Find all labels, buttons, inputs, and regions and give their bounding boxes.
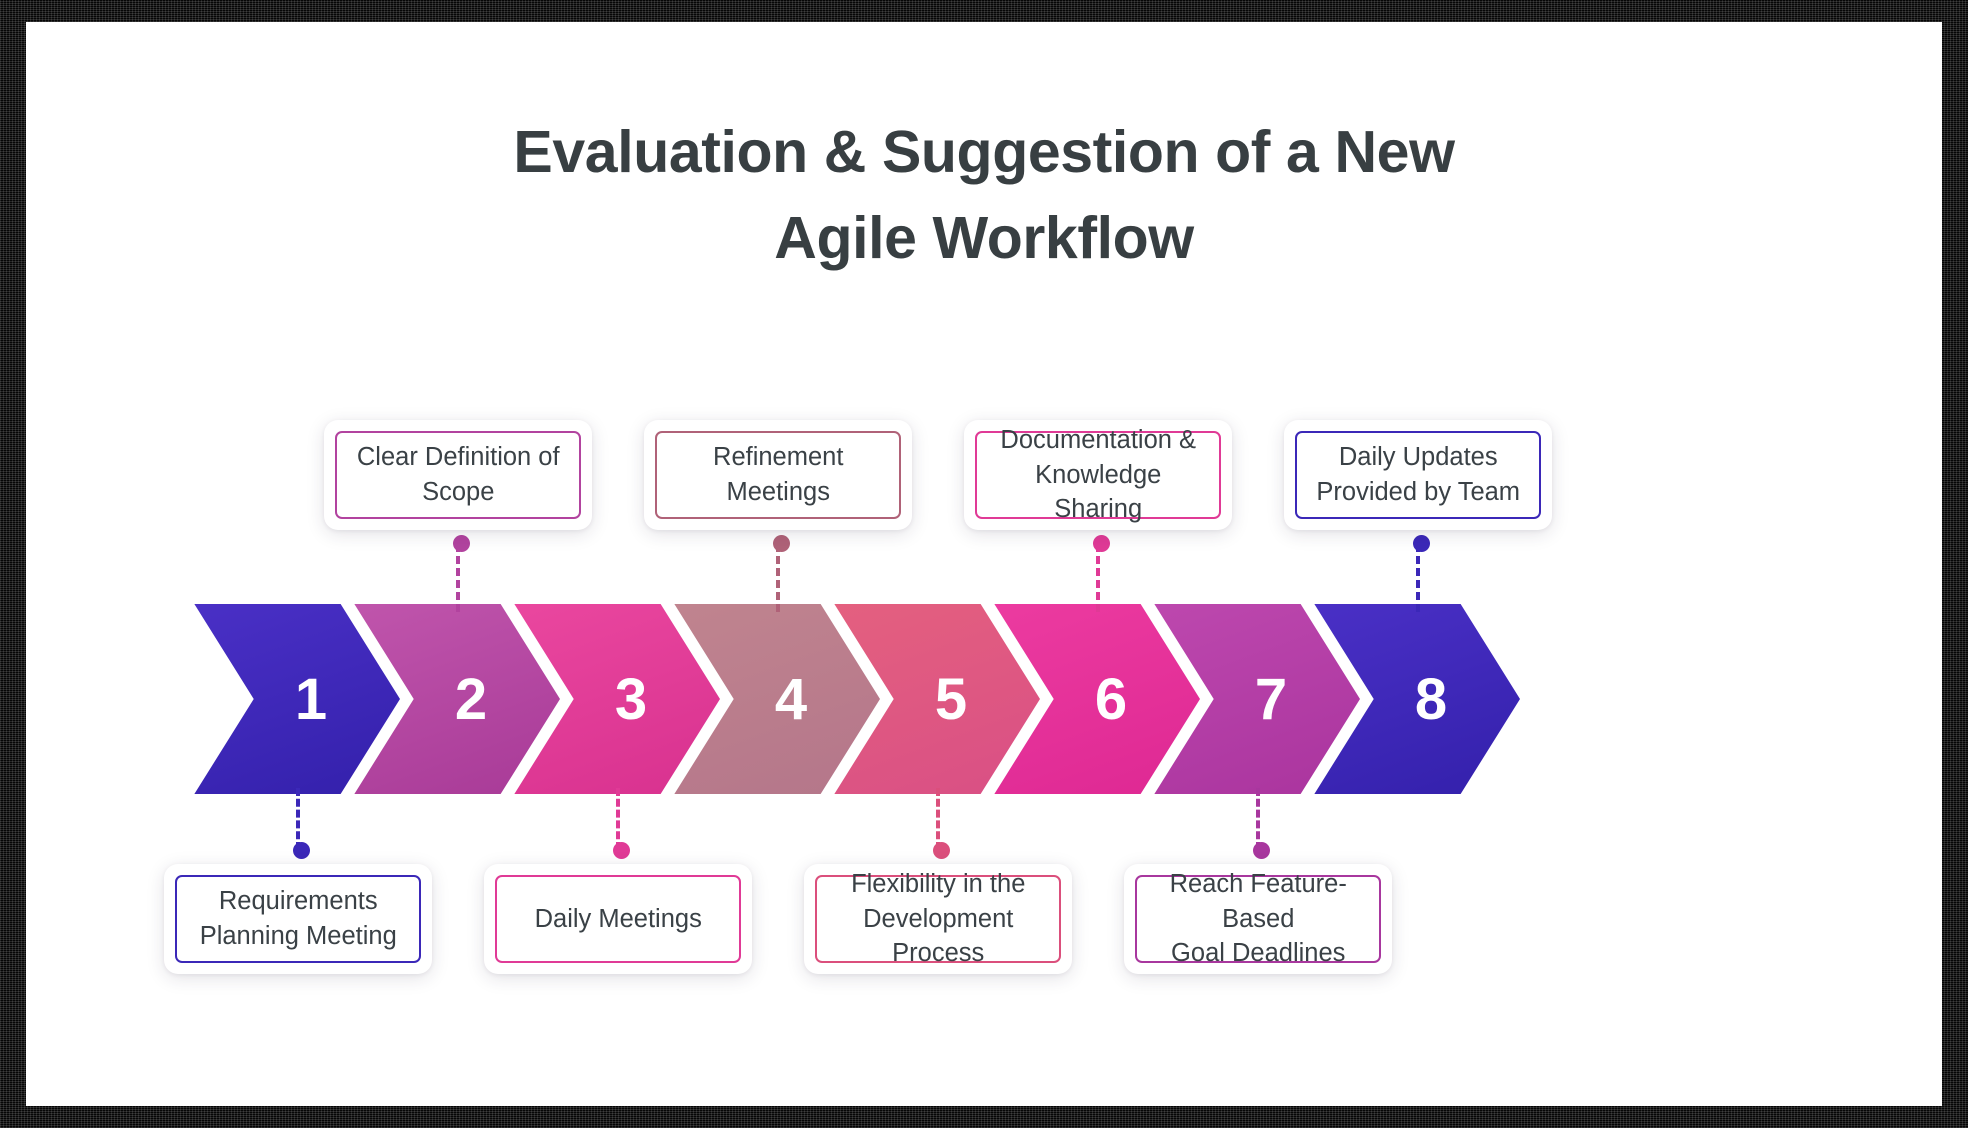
workflow-step-number-3: 3 <box>614 666 648 732</box>
workflow-label-text-3: Daily Meetings <box>534 904 702 933</box>
page-title-line-1: Evaluation & Suggestion of a New <box>513 119 1455 185</box>
workflow-step-number-6: 6 <box>1094 666 1128 732</box>
connector-line-step-6 <box>1093 535 1111 612</box>
workflow-label-text-6: Documentation &Knowledge Sharing <box>1000 426 1197 524</box>
connector-dot-step-1 <box>293 842 311 859</box>
workflow-label-border-3: Daily Meetings <box>495 875 742 963</box>
workflow-step-number-7: 7 <box>1254 666 1288 732</box>
connector-line-step-4 <box>773 535 791 612</box>
page-title: Evaluation & Suggestion of a New Agile W… <box>26 110 1942 281</box>
connector-line-step-8 <box>1413 535 1431 612</box>
workflow-step-number-8: 8 <box>1414 666 1448 732</box>
slide-canvas: Evaluation & Suggestion of a New Agile W… <box>26 22 1942 1106</box>
connector-line-step-5 <box>933 788 951 859</box>
connector-line-step-7 <box>1253 788 1271 859</box>
workflow-step-number-1: 1 <box>294 666 328 732</box>
connector-line-step-1 <box>293 788 311 859</box>
connector-dot-step-6 <box>1093 535 1111 552</box>
connector-line-step-3 <box>613 788 631 859</box>
workflow-step-number-4: 4 <box>774 666 808 732</box>
connector-line-step-2 <box>453 535 471 612</box>
workflow-label-border-6: Documentation &Knowledge Sharing <box>975 426 1222 523</box>
workflow-step-chevron-1[interactable]: 1 <box>194 604 400 794</box>
page-title-line-2: Agile Workflow <box>774 204 1194 271</box>
workflow-step-number-2: 2 <box>454 666 488 732</box>
workflow-label-card-6[interactable]: Documentation &Knowledge Sharing <box>964 420 1233 530</box>
connector-dot-step-2 <box>453 535 471 552</box>
connector-dot-step-4 <box>773 535 791 552</box>
connector-dot-step-3 <box>613 842 631 859</box>
workflow-label-card-3[interactable]: Daily Meetings <box>484 864 753 974</box>
connector-dot-step-8 <box>1413 535 1431 552</box>
connector-dot-step-5 <box>933 842 951 859</box>
connector-dot-step-7 <box>1253 842 1271 859</box>
workflow-step-number-5: 5 <box>934 666 968 732</box>
